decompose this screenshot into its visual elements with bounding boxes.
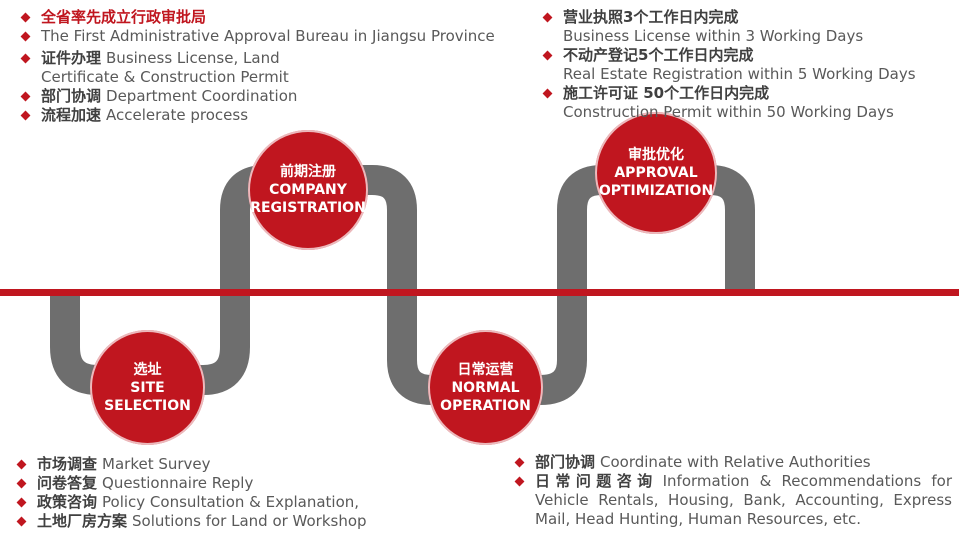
item-cn: 施工许可证 50个工作日内完成 — [563, 84, 770, 102]
stage-company-registration: 前期注册 COMPANY REGISTRATION — [248, 130, 368, 250]
diamond-bullet-icon — [16, 497, 27, 508]
stage-cn: 前期注册 — [280, 164, 336, 180]
stage-normal-operation: 日常运营 NORMAL OPERATION — [428, 330, 543, 445]
list-item: 全省率先成立行政审批局 — [18, 8, 518, 27]
item-cn: 营业执照3个工作日内完成 — [563, 8, 739, 26]
item-cn: 部门协调 — [41, 87, 102, 105]
item-cn: 全省率先成立行政审批局 — [41, 8, 207, 26]
item-en: Certificate & Construction Permit — [41, 68, 289, 86]
diamond-bullet-icon — [514, 457, 525, 468]
stage-site-selection: 选址 SITE SELECTION — [90, 330, 205, 445]
diamond-bullet-icon — [16, 516, 27, 527]
item-en: Solutions for Land or Workshop — [132, 512, 367, 530]
item-en: Business License, Land — [106, 49, 280, 67]
item-en: Business License within 3 Working Days — [563, 27, 864, 45]
item-cn: 证件办理 — [41, 49, 102, 67]
timeline-line — [0, 289, 959, 296]
stage-en: OPERATION — [440, 397, 531, 414]
stage-cn: 日常运营 — [457, 361, 514, 378]
item-en: Accelerate process — [106, 106, 249, 124]
diamond-bullet-icon — [20, 110, 31, 121]
diamond-bullet-icon — [20, 12, 31, 23]
list-item: The First Administrative Approval Bureau… — [18, 27, 518, 46]
item-cn: 日常问题咨询 — [535, 472, 658, 490]
diamond-bullet-icon — [16, 459, 27, 470]
stage-cn: 审批优化 — [628, 147, 684, 163]
diamond-bullet-icon — [16, 478, 27, 489]
stage-en: SELECTION — [104, 397, 191, 414]
diamond-bullet-icon — [20, 31, 31, 42]
diamond-bullet-icon — [20, 91, 31, 102]
item-en: Construction Permit within 50 Working Da… — [563, 103, 894, 121]
stage-en: SITE — [130, 379, 165, 396]
item-en: Questionnaire Reply — [102, 474, 254, 492]
stage-en: REGISTRATION — [250, 200, 366, 216]
top-left-list: 全省率先成立行政审批局 The First Administrative App… — [18, 8, 518, 125]
item-en: Real Estate Registration within 5 Workin… — [563, 65, 916, 83]
item-en: Information & Recommendations for Vehicl… — [535, 472, 952, 528]
diamond-bullet-icon — [514, 476, 525, 487]
item-cn: 政策咨询 — [37, 493, 98, 511]
stage-cn: 选址 — [133, 361, 162, 378]
item-en: Policy Consultation & Explanation, — [102, 493, 360, 511]
item-en: The First Administrative Approval Bureau… — [41, 27, 495, 45]
diamond-bullet-icon — [542, 88, 553, 99]
item-en: Coordinate with Relative Authorities — [600, 453, 871, 471]
item-en: Market Survey — [102, 455, 211, 473]
stage-en: NORMAL — [451, 379, 520, 396]
winding-track — [50, 165, 755, 405]
stage-en: OPTIMIZATION — [598, 183, 714, 199]
diamond-bullet-icon — [542, 12, 553, 23]
item-cn: 土地厂房方案 — [37, 512, 128, 530]
item-cn: 问卷答复 — [37, 474, 98, 492]
item-en: Department Coordination — [106, 87, 298, 105]
item-cn: 流程加速 — [41, 106, 102, 124]
item-cn: 市场调查 — [37, 455, 98, 473]
stage-en: COMPANY — [269, 182, 347, 198]
item-cn: 不动产登记5个工作日内完成 — [563, 46, 754, 64]
diamond-bullet-icon — [542, 50, 553, 61]
diamond-bullet-icon — [20, 53, 31, 64]
stage-approval-optimization: 审批优化 APPROVAL OPTIMIZATION — [595, 112, 717, 234]
stage-en: APPROVAL — [614, 165, 698, 181]
item-cn: 部门协调 — [535, 453, 596, 471]
